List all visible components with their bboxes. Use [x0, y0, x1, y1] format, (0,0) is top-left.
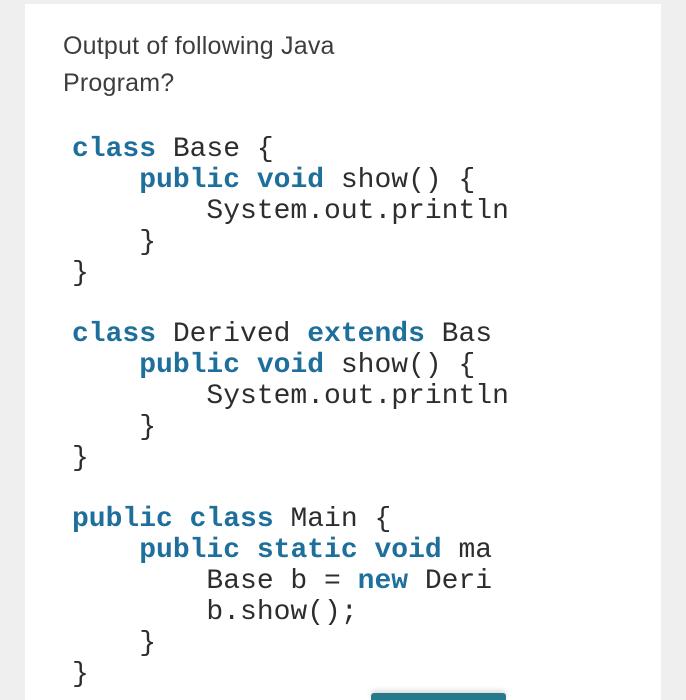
code-segment: }: [72, 412, 157, 443]
code-segment: }: [72, 659, 89, 690]
code-segment: Base {: [156, 134, 274, 165]
code-keyword: public class: [72, 504, 274, 535]
code-segment: }: [72, 628, 157, 659]
code-segment: Bas: [424, 319, 493, 350]
code-segment: [72, 165, 139, 196]
code-segment: Main {: [273, 504, 392, 535]
code-keyword: public void: [139, 350, 325, 381]
code-keyword: extends: [307, 319, 425, 350]
code-segment: [72, 535, 139, 566]
code-keyword: public static void: [139, 535, 442, 566]
code-segment: show() {: [324, 350, 476, 381]
code-keyword: class: [72, 319, 157, 350]
code-block: class Base { public void show() { System…: [72, 134, 514, 289]
code-block: public class Main { public static void m…: [72, 504, 514, 690]
code-segment: [72, 350, 139, 381]
code-segment: }: [72, 443, 89, 474]
code-segment: System.out.println: [72, 381, 509, 412]
code-keyword: class: [72, 134, 157, 165]
code-segment: }: [72, 227, 157, 258]
code-segment: b.show();: [72, 597, 358, 628]
code-segment: Deri: [408, 566, 493, 597]
code-segment: ma: [441, 535, 493, 566]
code-keyword: new: [357, 566, 409, 597]
code-segment: show() {: [324, 165, 476, 196]
answer-button-peek[interactable]: [371, 693, 506, 700]
question-card: Output of following Java Program? class …: [25, 4, 661, 700]
code-keyword: public void: [139, 165, 325, 196]
code-segment: System.out.println: [72, 196, 509, 227]
code-segment: Base b =: [72, 566, 358, 597]
code-segment: }: [72, 258, 89, 289]
code-block: class Derived extends Bas public void sh…: [72, 319, 514, 474]
code-segment: Derived: [156, 319, 308, 350]
question-title: Output of following Java Program?: [63, 32, 335, 97]
code-area: class Base { public void show() { System…: [25, 134, 661, 690]
